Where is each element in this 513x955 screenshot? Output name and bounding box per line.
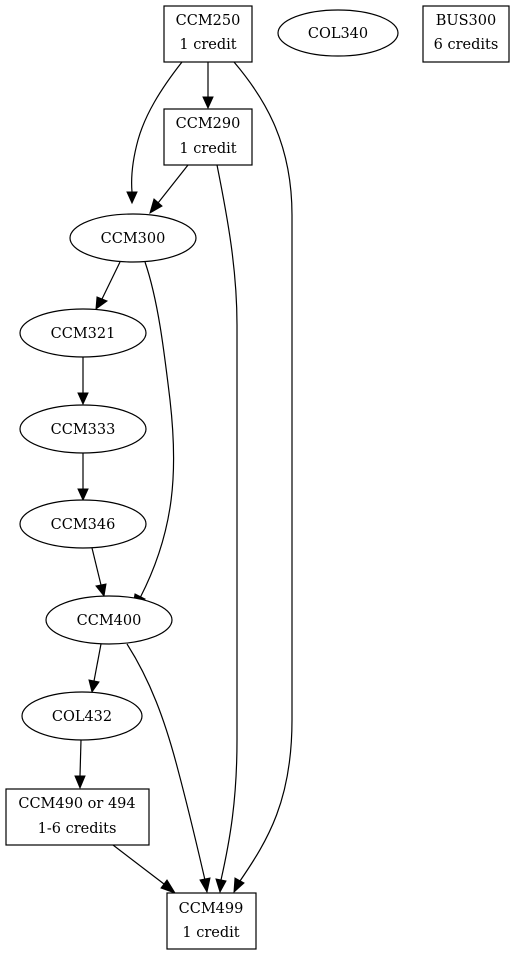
node-ccm300[interactable]: CCM300	[69, 213, 197, 263]
node-ccm250-title: CCM250	[176, 13, 241, 29]
node-ccm321-title: CCM321	[51, 326, 116, 342]
edge-ccm250-ccm499	[233, 61, 293, 894]
node-bus300-title: BUS300	[436, 13, 497, 29]
node-ccm499-title: CCM499	[179, 901, 244, 917]
edge-ccm250-ccm300	[126, 61, 183, 205]
node-ccm400[interactable]: CCM400	[45, 595, 173, 645]
node-ccm250-credits: 1 credit	[179, 37, 236, 53]
node-ccm290-credits: 1 credit	[179, 141, 236, 157]
edge-ccm321-ccm333	[77, 357, 89, 406]
edge-ccm290-ccm300	[149, 164, 189, 215]
node-ccm321[interactable]: CCM321	[19, 308, 147, 358]
node-bus300[interactable]: BUS300 6 credits	[422, 5, 510, 63]
node-col432[interactable]: COL432	[21, 691, 143, 741]
node-ccm499[interactable]: CCM499 1 credit	[166, 892, 257, 950]
node-ccm300-title: CCM300	[101, 231, 166, 247]
node-ccm333-title: CCM333	[51, 422, 116, 438]
edges	[74, 61, 293, 894]
edge-ccm290-ccm499	[215, 164, 238, 894]
edge-ccm300-ccm321	[95, 261, 121, 311]
edge-col432-ccm490	[74, 739, 86, 790]
node-ccm346-title: CCM346	[51, 517, 116, 533]
node-ccm290[interactable]: CCM290 1 credit	[163, 108, 253, 166]
edge-ccm346-ccm400	[91, 547, 107, 598]
node-ccm499-credits: 1 credit	[182, 925, 239, 941]
node-col340-title: COL340	[308, 26, 368, 42]
node-ccm290-title: CCM290	[176, 116, 241, 132]
edge-ccm400-col432	[88, 643, 102, 694]
edge-ccm250-ccm290	[202, 62, 214, 110]
node-ccm490[interactable]: CCM490 or 494 1-6 credits	[5, 788, 150, 846]
node-ccm490-credits: 1-6 credits	[38, 821, 117, 837]
node-ccm333[interactable]: CCM333	[19, 404, 147, 454]
edge-ccm400-ccm499	[126, 643, 211, 894]
node-col340[interactable]: COL340	[277, 9, 399, 57]
node-ccm400-title: CCM400	[77, 613, 142, 629]
edge-ccm490-ccm499	[112, 844, 177, 894]
edge-ccm333-ccm346	[77, 452, 89, 502]
node-ccm490-title: CCM490 or 494	[18, 796, 135, 812]
node-ccm250[interactable]: CCM250 1 credit	[163, 5, 253, 63]
node-ccm346[interactable]: CCM346	[19, 499, 147, 549]
nodes: CCM250 1 credit COL340 BUS300 6 credits …	[5, 5, 510, 950]
node-col432-title: COL432	[52, 709, 112, 725]
node-bus300-credits: 6 credits	[434, 37, 499, 53]
